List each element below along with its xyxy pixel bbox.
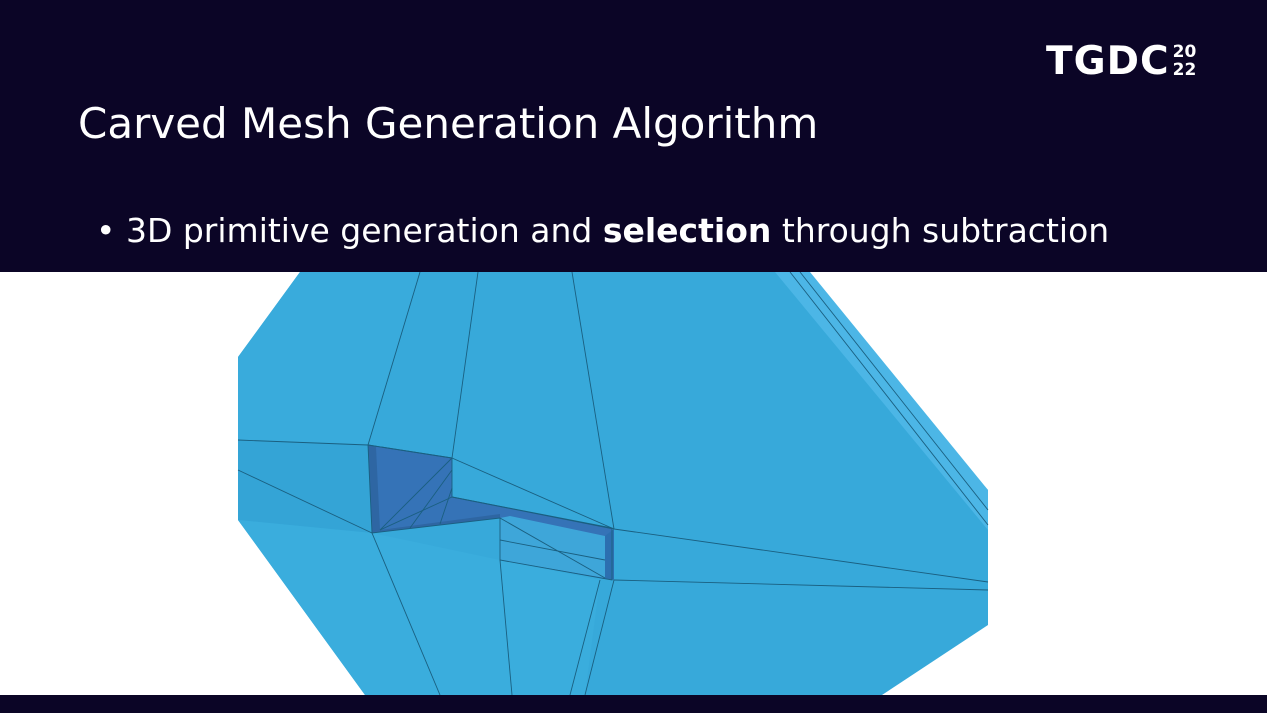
logo-main-text: TGDC <box>1046 39 1170 84</box>
mesh-raised-block-side <box>605 529 614 580</box>
bullet-text-bold: selection <box>602 211 772 250</box>
tgdc-logo: TGDC 20 22 <box>1046 40 1196 84</box>
logo-year-bottom: 22 <box>1172 60 1197 80</box>
mesh-face-bottom <box>238 520 600 695</box>
mesh-face-upper-left <box>238 272 420 445</box>
slide-header: TGDC 20 22 Carved Mesh Generation Algori… <box>0 0 1267 272</box>
logo-year: 20 22 <box>1173 43 1197 79</box>
carved-mesh-render <box>237 272 989 695</box>
bullet-text-before: 3D primitive generation and <box>125 211 593 250</box>
slide-title: Carved Mesh Generation Algorithm <box>78 99 819 148</box>
bullet-text-after: through subtraction <box>781 211 1110 250</box>
mesh-bevel-right <box>775 272 988 530</box>
mesh-carved-wall-bottom <box>372 514 500 533</box>
mesh-edges <box>237 272 989 695</box>
bullet-marker: • <box>96 211 116 250</box>
slide-footer-bar <box>0 695 1267 713</box>
mesh-face-lower-left <box>238 440 372 533</box>
bullet-point: • 3D primitive generation and selection … <box>96 206 1109 256</box>
logo-year-top: 20 <box>1172 42 1197 62</box>
